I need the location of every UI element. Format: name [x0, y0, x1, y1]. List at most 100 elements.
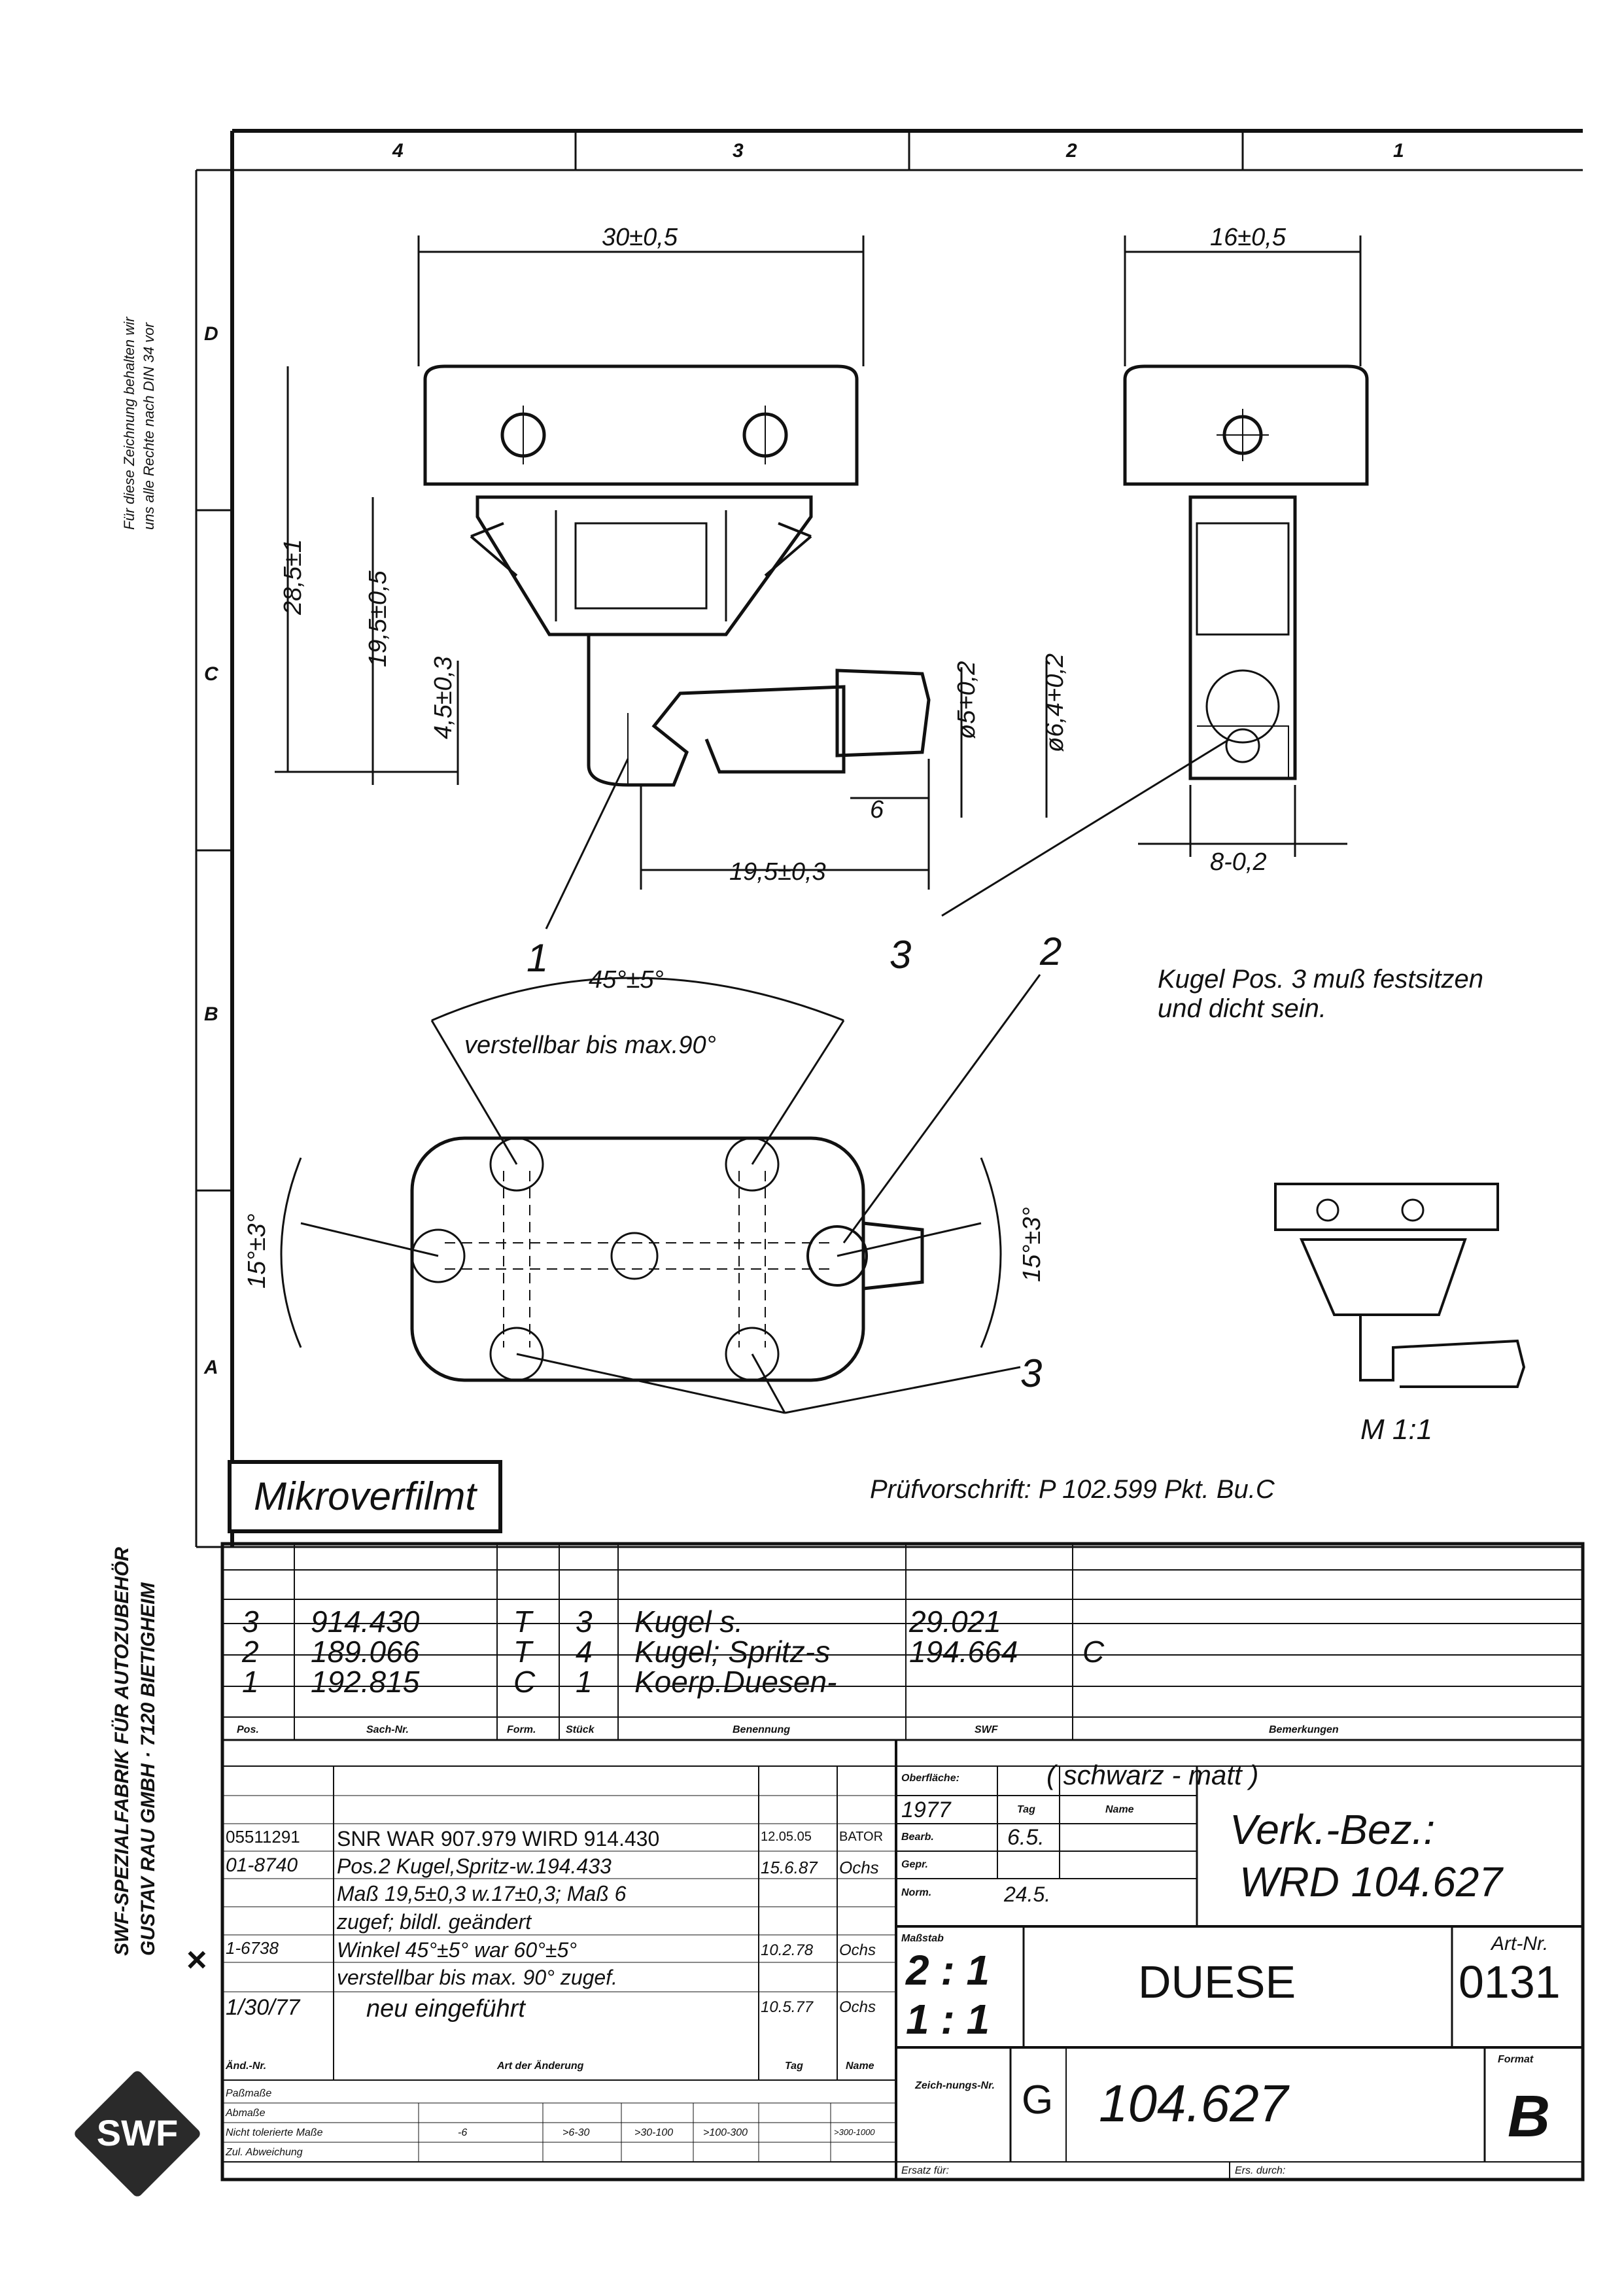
ball-note-line2: und dicht sein. — [1158, 994, 1326, 1023]
part-swf: 194.664 — [909, 1635, 1018, 1669]
tolerance-row-nicht-toleriert: Nicht tolerierte Maße — [226, 2127, 323, 2138]
change-text: neu eingeführt — [366, 1995, 525, 2023]
drawing-notes: Kugel Pos. 3 muß festsitzen und dicht se… — [870, 965, 1483, 1504]
dim-height-total: 28,5±1 — [279, 539, 307, 616]
part-bem: C — [1082, 1635, 1105, 1669]
header-sach-nr: Sach-Nr. — [366, 1724, 409, 1735]
header-bem: Bemerkungen — [1269, 1724, 1339, 1735]
part-stueck: 1 — [576, 1665, 593, 1699]
bearb-date: 6.5. — [1007, 1825, 1045, 1850]
dim-nozzle-offset: 19,5±0,3 — [729, 858, 826, 886]
ersatz-label: Ersatz für: — [901, 2165, 949, 2176]
scale-small-label: M 1:1 — [1360, 1414, 1432, 1446]
change-name: Ochs — [839, 1941, 876, 1959]
header-change-text: Art der Änderung — [497, 2060, 584, 2072]
side-note-line1: Für diese Zeichnung behalten wir — [121, 317, 137, 530]
tolerance-range: >6-30 — [562, 2127, 590, 2138]
header-change-nr: Änd.-Nr. — [226, 2060, 267, 2072]
part-form: T — [513, 1605, 532, 1639]
part-stueck: 3 — [576, 1605, 593, 1639]
dim-dia-outer: ø6,4+0,2 — [1041, 653, 1069, 752]
header-change-date: Tag — [785, 2060, 803, 2072]
position-leaders — [545, 738, 1230, 1243]
header-change-name: Name — [846, 2060, 874, 2072]
company-line2: GUSTAV RAU GMBH · 7120 BIETIGHEIM — [137, 1582, 159, 1956]
part-sach-nr: 192.815 — [311, 1665, 420, 1699]
change-text: SNR WAR 907.979 WIRD 914.430 — [337, 1827, 660, 1851]
zone-left-B: B — [204, 1003, 218, 1025]
front-view — [423, 364, 931, 787]
title-block-lines — [220, 1542, 1585, 2181]
dim-height-low: 4,5±0,3 — [430, 656, 457, 739]
group-code: G — [1022, 2077, 1054, 2123]
format-value: B — [1508, 2084, 1550, 2149]
change-nr: 1/30/77 — [226, 1995, 300, 2020]
position-label-3a: 3 — [890, 933, 911, 977]
change-name: BATOR — [839, 1830, 884, 1844]
tolerance-range: >100-300 — [703, 2127, 748, 2138]
surface-value: ( schwarz - matt ) — [1046, 1760, 1259, 1790]
side-note-line2: uns alle Rechte nach DIN 34 vor — [141, 322, 157, 530]
verk-bez-value: WRD 104.627 — [1239, 1858, 1502, 1905]
part-pos: 2 — [242, 1635, 259, 1669]
change-mark: × — [186, 1940, 207, 1979]
bearb-label: Bearb. — [901, 1832, 934, 1843]
change-nr: 05511291 — [226, 1827, 300, 1847]
scale-primary: 2 : 1 — [906, 1947, 990, 1994]
scale-secondary: 1 : 1 — [906, 1996, 990, 2043]
company-line1: SWF-SPEZIALFABRIK FÜR AUTOZUBEHÖR — [111, 1547, 133, 1956]
header-form: Form. — [507, 1724, 536, 1735]
change-nr: 01-8740 — [226, 1854, 298, 1876]
surface-label: Oberfläche: — [901, 1773, 959, 1784]
change-name: Ochs — [839, 1998, 876, 2016]
change-text: Winkel 45°±5° war 60°±5° — [337, 1938, 578, 1962]
art-nr-value: 0131 — [1459, 1956, 1561, 2007]
part-form: C — [513, 1665, 536, 1699]
part-sach-nr: 189.066 — [311, 1635, 420, 1669]
dim-angle-right: 15°±3° — [1018, 1207, 1046, 1282]
part-swf: 29.021 — [909, 1605, 1001, 1639]
top-view-dimensions — [280, 977, 1021, 1414]
zone-top-3: 3 — [733, 140, 744, 162]
part-benennung: Koerp.Duesen- — [634, 1665, 837, 1699]
dim-height-mid: 19,5±0,5 — [364, 570, 392, 667]
norm-label: Norm. — [901, 1887, 932, 1898]
art-nr-label: Art-Nr. — [1491, 1933, 1549, 1955]
norm-date: 24.5. — [1004, 1883, 1051, 1906]
position-label-2: 2 — [1039, 930, 1062, 973]
company-logo-text: SWF — [96, 2112, 179, 2153]
tolerance-row-abweichung: Zul. Abweichung — [226, 2147, 303, 2158]
ersetzt-label: Ers. durch: — [1235, 2165, 1286, 2176]
tag-label: Tag — [1017, 1804, 1035, 1815]
part-benennung: Kugel; Spritz-s — [634, 1635, 831, 1669]
year: 1977 — [901, 1798, 951, 1822]
name-label: Name — [1105, 1804, 1134, 1815]
drawing-number: 104.627 — [1099, 2074, 1288, 2132]
front-view-dimensions — [275, 235, 1048, 890]
tolerance-row-abmasse: Abmaße — [226, 2108, 266, 2119]
dim-width-front: 30±0,5 — [602, 224, 678, 251]
part-benennung: Kugel s. — [634, 1605, 744, 1639]
side-view-dimensions — [1124, 235, 1362, 857]
header-benennung: Benennung — [733, 1724, 790, 1735]
zone-left-A: A — [203, 1357, 218, 1378]
zeichnungs-nr-label: Zeich-nungs-Nr. — [915, 2080, 995, 2091]
part-pos: 3 — [242, 1605, 259, 1639]
change-date: 10.5.77 — [761, 1998, 814, 2016]
zone-left-D: D — [204, 323, 218, 345]
header-swf: SWF — [975, 1724, 998, 1735]
verk-bez-label: Verk.-Bez.: — [1230, 1806, 1436, 1853]
top-view — [410, 1136, 924, 1382]
change-text: Pos.2 Kugel,Spritz-w.194.433 — [337, 1854, 612, 1878]
zone-top-2: 2 — [1065, 140, 1077, 162]
side-view — [1123, 364, 1369, 780]
dim-width-side: 16±0,5 — [1210, 224, 1287, 251]
massstab-label: Maßstab — [901, 1933, 944, 1944]
change-date: 10.2.78 — [761, 1941, 814, 1959]
ball-note-line1: Kugel Pos. 3 muß festsitzen — [1158, 965, 1483, 994]
change-date: 12.05.05 — [761, 1830, 812, 1844]
dimension-texts: 30±0,5 16±0,5 28,5±1 19,5±0,5 4,5±0,3 ø5… — [243, 224, 1287, 1289]
tolerance-range: -6 — [458, 2127, 468, 2138]
dim-dia-inner: ø5+0,2 — [953, 661, 980, 739]
